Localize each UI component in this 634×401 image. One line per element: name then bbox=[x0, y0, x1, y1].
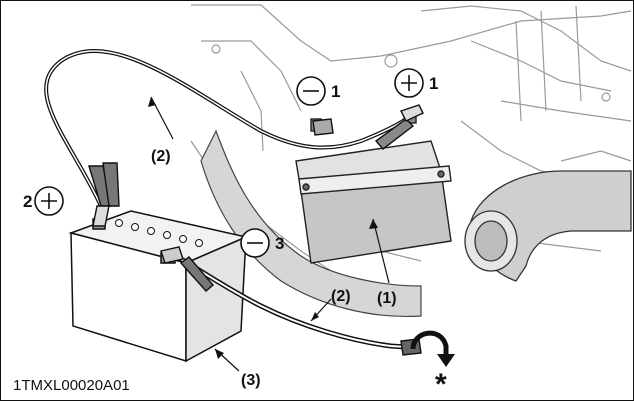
booster-positive-clamp bbox=[88, 162, 120, 227]
asterisk-icon: * bbox=[435, 368, 447, 400]
leader-vehicle-battery bbox=[372, 218, 390, 284]
callout-booster-battery: (3) bbox=[241, 372, 261, 389]
booster-battery bbox=[68, 210, 249, 363]
jumper-cable-positive bbox=[44, 49, 408, 207]
callout-cable-upper: (2) bbox=[151, 148, 171, 165]
pos-vehicle-number: 1 bbox=[429, 74, 438, 93]
jumper-cable-negative bbox=[174, 253, 407, 350]
neg-vehicle-number: 1 bbox=[331, 82, 340, 101]
minus-circle-icon bbox=[296, 76, 326, 106]
plus-circle-icon bbox=[34, 186, 64, 216]
booster-negative-clamp bbox=[160, 246, 214, 292]
hose-right bbox=[464, 170, 632, 282]
pos-booster-number: 2 bbox=[23, 192, 32, 211]
plus-circle-icon bbox=[394, 68, 424, 98]
callout-cable-lower: (2) bbox=[331, 288, 351, 305]
hold-down-bar bbox=[298, 165, 452, 195]
minus-circle-icon bbox=[240, 228, 270, 258]
vehicle-positive-clamp bbox=[374, 104, 424, 150]
vehicle-negative-terminal bbox=[312, 118, 334, 136]
callout-vehicle-battery: (1) bbox=[377, 290, 397, 307]
ground-arrow-icon bbox=[410, 330, 455, 367]
neg-booster-number: 3 bbox=[275, 234, 284, 253]
figure-code: 1TMXL00020A01 bbox=[13, 377, 130, 394]
